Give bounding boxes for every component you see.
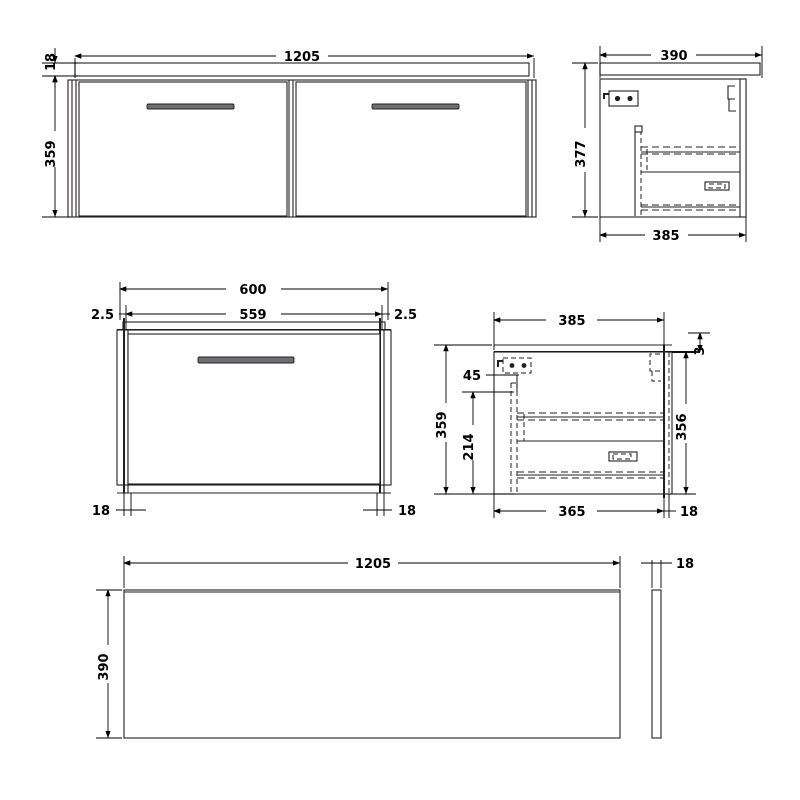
dim-sidedetail-356: 356 bbox=[666, 351, 696, 495]
front600-handle bbox=[197, 356, 295, 364]
top-panel-thickness-strip bbox=[651, 589, 662, 739]
dim-front1205-width: 1205 bbox=[74, 50, 535, 78]
drawer-front-left bbox=[78, 81, 288, 217]
dim-label-1205-front: 1205 bbox=[284, 50, 320, 65]
view-side-390: 390 377 385 bbox=[572, 46, 763, 244]
dim-label-377: 377 bbox=[574, 140, 589, 167]
dim-label-18-leg-left: 18 bbox=[92, 504, 110, 519]
dim-front600-leg-right: 18 bbox=[363, 493, 416, 519]
dim-front600-gap-left: 2.5 bbox=[91, 308, 128, 323]
dim-front600-gap-right: 2.5 bbox=[380, 308, 417, 323]
view-front-1205: 1205 18 359 bbox=[42, 48, 537, 218]
dim-sidedetail-3: 3 bbox=[688, 332, 710, 356]
top-panel-outline bbox=[123, 589, 621, 739]
dim-toppanel-thickness: 18 bbox=[641, 557, 694, 588]
drawer-handle-right bbox=[371, 103, 460, 110]
side-worktop bbox=[599, 62, 761, 76]
dim-sidedetail-365: 365 bbox=[493, 494, 665, 520]
dim-label-18-thickness: 18 bbox=[676, 557, 694, 572]
dim-label-390-side: 390 bbox=[660, 49, 687, 64]
dim-sidedetail-359: 359 bbox=[434, 344, 492, 495]
dim-label-359-front: 359 bbox=[44, 140, 59, 167]
dim-label-18-leg-right: 18 bbox=[398, 504, 416, 519]
dim-label-385-side: 385 bbox=[652, 229, 679, 244]
dim-label-365: 365 bbox=[558, 505, 585, 520]
dim-front600-width: 600 bbox=[119, 282, 389, 320]
dim-label-600: 600 bbox=[239, 283, 266, 298]
dim-label-359-detail: 359 bbox=[435, 411, 450, 438]
view-side-detail: 385 3 359 45 214 bbox=[434, 312, 710, 520]
dim-toppanel-length: 1205 bbox=[123, 556, 621, 588]
dim-side390-carcass: 385 bbox=[599, 217, 747, 244]
side-detail-drawer-internals bbox=[510, 382, 664, 494]
dim-label-3: 3 bbox=[693, 346, 708, 355]
dim-label-390-top-panel: 390 bbox=[97, 653, 112, 680]
dim-label-45: 45 bbox=[463, 369, 481, 384]
dim-label-18-top: 18 bbox=[44, 53, 59, 71]
dim-toppanel-depth: 390 bbox=[96, 589, 122, 739]
dim-label-559: 559 bbox=[239, 308, 266, 323]
side-hook-detail bbox=[727, 85, 736, 112]
dim-sidedetail-45: 45 bbox=[463, 369, 519, 392]
drawer-handle-left bbox=[146, 103, 235, 110]
dim-front600-leg-left: 18 bbox=[92, 493, 146, 519]
side-front-panel bbox=[739, 78, 747, 218]
side-detail-wall-bracket-icon bbox=[497, 357, 532, 374]
dim-label-356: 356 bbox=[675, 413, 690, 440]
side-drawer-internals bbox=[634, 125, 740, 216]
dim-front600-drawerwidth: 559 bbox=[125, 305, 383, 330]
dim-sidedetail-385: 385 bbox=[493, 312, 665, 350]
dim-label-2p5-right: 2.5 bbox=[394, 308, 417, 323]
drawer-front-right bbox=[295, 81, 527, 217]
view-front-600: 600 559 2.5 2.5 18 bbox=[91, 282, 417, 519]
dim-sidedetail-214: 214 bbox=[462, 391, 514, 495]
dim-front1205-height: 359 bbox=[42, 75, 70, 218]
front600-worktop bbox=[122, 321, 386, 331]
side-detail-hook bbox=[649, 353, 661, 382]
dim-label-2p5-left: 2.5 bbox=[91, 308, 114, 323]
side-detail-carcass bbox=[493, 351, 673, 495]
dim-label-1205-top-panel: 1205 bbox=[355, 557, 391, 572]
dim-label-214: 214 bbox=[462, 433, 477, 460]
dim-label-385-detail: 385 bbox=[558, 314, 585, 329]
view-top-panel: 1205 390 18 bbox=[96, 556, 694, 739]
dim-side390-height: 377 bbox=[572, 62, 598, 218]
front600-drawer-front bbox=[127, 333, 381, 485]
dim-sidedetail-18: 18 bbox=[660, 494, 698, 520]
dim-label-18-panel: 18 bbox=[680, 505, 698, 520]
dim-side390-depth: 390 bbox=[599, 46, 763, 78]
wall-bracket-icon bbox=[603, 90, 639, 107]
